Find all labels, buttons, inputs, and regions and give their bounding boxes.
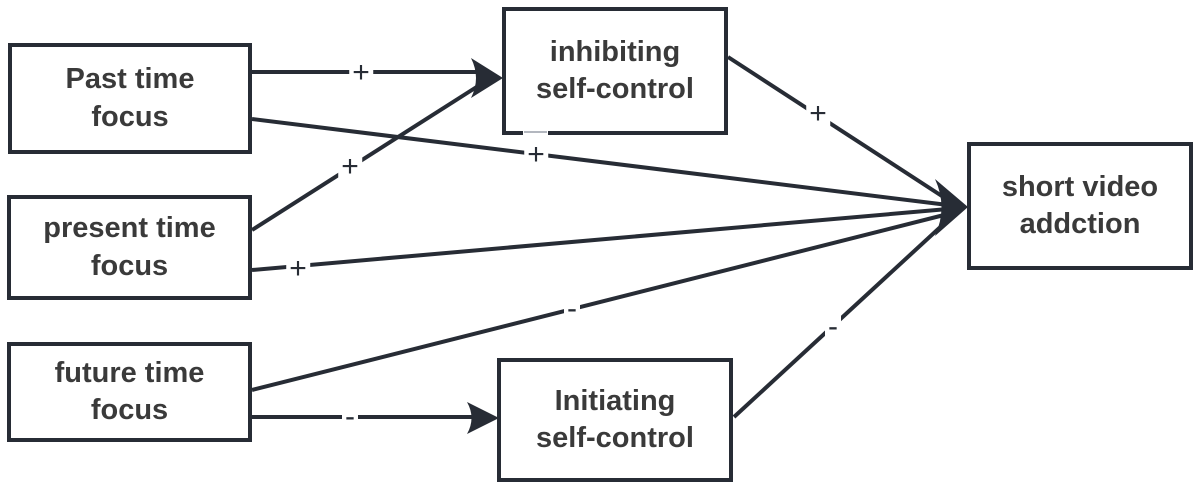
node-label-line: addction (1019, 208, 1141, 240)
node-past-time-focus: Past time focus (8, 43, 252, 154)
edge-sign-future-initiating: - (342, 402, 358, 432)
arrowhead-into-inhibiting (471, 58, 503, 98)
node-label-line: Past time (65, 63, 195, 96)
node-label-line: focus (90, 394, 169, 426)
edge-present-to-inhibiting (250, 79, 488, 232)
edge-initiating-to-addiction (732, 218, 950, 419)
edge-future-to-addiction (251, 212, 949, 392)
inhibiting-border-notch-dash (524, 131, 547, 133)
edge-present-to-addiction (251, 207, 949, 272)
node-initiating-self-control: Initiating self-control (497, 358, 733, 482)
edge-sign-past-inhibiting: + (349, 58, 373, 88)
inhibiting-border-notch (523, 131, 548, 135)
edge-sign-initiating-addiction: - (825, 312, 841, 342)
node-label-line: Initiating (554, 384, 676, 417)
edge-sign-inhibiting-addiction: + (806, 99, 830, 129)
node-inhibiting-self-control: inhibiting self-control (502, 7, 728, 135)
edge-inhibiting-to-addiction (726, 55, 950, 202)
arrowhead-into-addiction (935, 179, 968, 236)
node-label-line: self-control (536, 73, 694, 105)
node-label-line: inhibiting (549, 35, 681, 68)
edge-sign-present-addiction: + (286, 254, 310, 284)
node-label-line: focus (90, 249, 169, 282)
node-short-video-addiction: short video addction (967, 142, 1193, 270)
edge-past-to-addiction (251, 117, 949, 207)
node-label-line: future time (54, 356, 205, 389)
node-label-line: short video (1001, 170, 1159, 203)
node-future-time-focus: future time focus (7, 342, 252, 442)
edge-sign-future-addiction: - (564, 294, 580, 324)
arrowhead-into-initiating (467, 402, 499, 434)
node-label-line: present time (43, 212, 216, 245)
node-label-line: focus (91, 100, 169, 133)
node-label-line: self-control (536, 422, 694, 454)
edge-sign-present-inhibiting: + (338, 152, 362, 182)
node-present-time-focus: present time focus (7, 195, 252, 300)
edge-sign-past-addiction: + (524, 140, 548, 170)
